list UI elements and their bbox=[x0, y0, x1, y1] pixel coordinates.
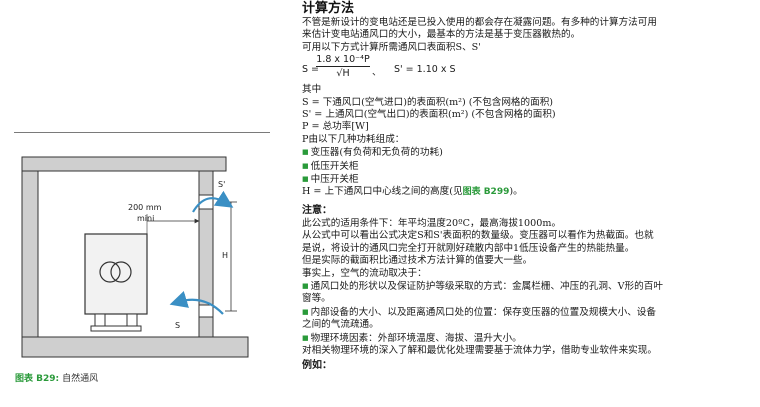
list-item-continued: 之间的气流疏通。 bbox=[302, 319, 379, 331]
formula-numerator: 1.8 x 10⁻⁴P bbox=[316, 54, 370, 68]
list-item: ■中压开关柜 bbox=[302, 174, 359, 186]
dimension-label: 200 mm bbox=[128, 203, 162, 212]
list-item-continued: 窗等。 bbox=[302, 293, 331, 305]
airflow-out-arrow-icon bbox=[192, 190, 234, 213]
figure-caption: 图表 B29:自然通风 bbox=[15, 371, 98, 384]
h-definition: H = 上下通风口中心线之间的高度(见图表 B299)。 bbox=[302, 186, 523, 198]
list-item: ■通风口处的形状以及保证防护等级采取的方式：金属栏栅、冲压的孔洞、V形的百叶 bbox=[302, 280, 663, 292]
bullet-icon: ■ bbox=[302, 281, 309, 290]
figure-number: 图表 B29: bbox=[15, 374, 60, 384]
figure-reference-link[interactable]: 图表 B299 bbox=[462, 187, 510, 198]
bullet-icon: ■ bbox=[302, 307, 309, 316]
closing-line: 对相关物理环境的深入了解和最优化处理需要基于流体力学，借助专业软件来实现。 bbox=[302, 344, 657, 356]
article-text: 计算方法 不管是新设计的变电站还是已投入使用的都会存在凝露问题。有多种的计算方法… bbox=[302, 0, 754, 372]
airflow-in-arrow-icon bbox=[169, 291, 224, 315]
intro-line: 不管是新设计的变电站还是已投入使用的都会存在凝露问题。有多种的计算方法可用 bbox=[302, 17, 657, 28]
bullet-icon: ■ bbox=[302, 148, 309, 157]
transformer-coil-icon bbox=[110, 261, 132, 283]
roof-slab bbox=[21, 156, 227, 172]
list-item: ■内部设备的大小、以及距离通风口处的位置：保存变压器的位置及规模大小、设备 bbox=[302, 306, 656, 318]
formula-s-prime: S' = 1.10 x S bbox=[394, 64, 456, 76]
ventilation-diagram: 200 mm mini H S' S bbox=[21, 156, 249, 358]
right-wall-upper bbox=[198, 170, 214, 196]
formula-s: S = bbox=[302, 64, 320, 76]
section-title: 计算方法 bbox=[302, 1, 355, 16]
bullet-icon: ■ bbox=[302, 175, 309, 184]
transformer-body bbox=[84, 233, 148, 315]
right-wall-middle bbox=[198, 208, 214, 306]
figure-area: 200 mm mini H S' S 图表 B29:自然通风 bbox=[0, 0, 285, 407]
where-label: 其中 bbox=[302, 84, 322, 96]
intro-line: 可用以下方式计算所需通风口表面积S、S' bbox=[302, 41, 481, 53]
transformer-coil-icon bbox=[99, 261, 121, 283]
definition-line: P由以下几种功耗组成： bbox=[302, 133, 405, 145]
note-line: 但是实际的截面积比通过技术方法计算的值要大一些。 bbox=[302, 255, 533, 267]
transformer-foot-right bbox=[126, 313, 138, 327]
note-line: 是说，将设计的通风口完全打开就刚好疏散内部中1低压设备产生的热能热量。 bbox=[302, 242, 635, 254]
list-item: ■物理环境因素：外部环境温度、海拔、温升大小。 bbox=[302, 332, 522, 344]
left-wall bbox=[21, 170, 39, 358]
note-line: 从公式中可以看出公式决定S和S'表面积的数量级。变压器可以看作为热截面。也就 bbox=[302, 230, 654, 242]
s-label: S bbox=[175, 321, 180, 330]
floor-slab bbox=[21, 336, 249, 358]
formula-separator: 、 bbox=[372, 67, 382, 79]
definition-line: S' = 上通风口(空气出口)的表面积(m²) (不包含网格的面积) bbox=[302, 109, 556, 121]
example-label: 例如： bbox=[302, 360, 332, 372]
definition-line: P = 总功率[W] bbox=[302, 121, 369, 133]
figure-title: 自然通风 bbox=[62, 374, 99, 384]
bullet-icon: ■ bbox=[302, 161, 309, 170]
figure-divider bbox=[14, 132, 270, 133]
formula-fraction: 1.8 x 10⁻⁴P √H bbox=[316, 54, 370, 79]
formula-denominator: √H bbox=[336, 68, 350, 80]
formula: S = 1.8 x 10⁻⁴P √H 、 S' = 1.10 x S bbox=[302, 54, 754, 84]
list-item: ■变压器(有负荷和无负荷的功耗) bbox=[302, 147, 443, 159]
dimension-mini-label: mini bbox=[137, 214, 154, 223]
transformer-base bbox=[90, 325, 142, 332]
list-item: ■低压开关柜 bbox=[302, 160, 359, 172]
transformer-foot-left bbox=[94, 313, 106, 327]
right-wall-lower bbox=[198, 316, 214, 338]
note-line: 此公式的适用条件下：年平均温度20ºC，最高海拔1000m。 bbox=[302, 217, 562, 229]
intro-line: 来估计变电站通风口的大小，最基本的方法是基于变压器散热的。 bbox=[302, 29, 581, 41]
s-prime-label: S' bbox=[218, 180, 225, 189]
lower-vent bbox=[198, 304, 214, 318]
definition-line: S = 下通风口(空气进口)的表面积(m²) (不包含网格的面积) bbox=[302, 96, 554, 108]
note-line: 事实上，空气的流动取决于： bbox=[302, 267, 427, 279]
h-label: H bbox=[222, 251, 228, 260]
note-title: 注意： bbox=[302, 204, 332, 216]
bullet-icon: ■ bbox=[302, 333, 309, 342]
